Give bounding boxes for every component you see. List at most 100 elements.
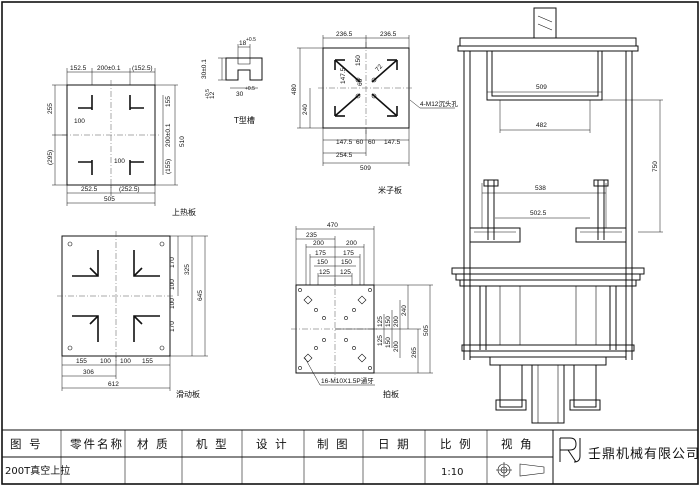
pull-dim-6: 175 [343,250,354,257]
header-part-name: 零件名称 [70,437,124,451]
tslot-dim-3: 12 [209,91,216,99]
company-name: 壬鼎机械有限公司 [588,447,700,462]
cross-dim-11: 60 [368,139,376,146]
slide-dim-4: 100 [169,298,176,309]
drawing-number: 200T真空上拉 [5,464,70,477]
pull-plate-label: 拍板 [383,389,399,399]
header-drawing-no: 图 号 [10,437,43,451]
header-model: 机 型 [196,437,229,451]
pull-dim-11: 125 [377,316,384,327]
tslot-dim-1-tol: +0.5 [246,37,256,43]
pull-dim-19: 505 [423,325,430,336]
cross-dim-7: 480 [291,84,298,95]
upper-dim-8: 200±0.1 [165,123,172,147]
asm-dim-4: 538 [535,185,546,192]
upper-dim-1: 152.5 [70,65,87,72]
cross-dim-9: 147.5 [336,139,353,146]
t-slot-profile [225,57,263,81]
pull-dim-12: 150 [385,316,392,327]
header-drafting: 制 图 [317,437,350,451]
tslot-dim-2: 30±0.1 [201,59,208,79]
assembly-view: 509 482 750 538 502.5 [451,7,663,424]
asm-dim-5: 502.5 [530,210,547,217]
upper-dim-10: (155) [165,159,172,174]
pull-dim-8: 150 [341,259,352,266]
upper-dim-12: 252.5 [81,186,98,193]
header-scale: 比 例 [440,437,473,451]
slide-dim-12: 612 [108,381,119,388]
cross-dim-1: 236.5 [336,31,353,38]
pull-dim-5: 175 [315,250,326,257]
cross-dim-14: 509 [360,165,371,172]
pull-dim-14: 240 [401,305,408,316]
upper-dim-14: 505 [104,196,115,203]
slide-dim-3: 325 [184,264,191,275]
cross-dim-6: 147.5 [340,67,347,84]
pull-dim-2: 235 [306,232,317,239]
slide-plate-view: 170 100 325 100 645 170 155 100 100 155 … [57,231,208,399]
slide-dim-1: 170 [169,257,176,268]
company-logo [559,437,581,463]
slide-dim-9: 100 [120,358,131,365]
pull-plate-note: 16-M10X1.5P通牙 [321,376,374,385]
cross-dim-4: 72 [374,63,384,73]
header-view: 视 角 [501,437,534,451]
tslot-dim-4-tol: +0.5 [245,86,255,92]
cross-dim-8: 240 [302,104,309,115]
cross-plate-label: 米子板 [378,185,402,195]
pull-dim-15: 125 [377,335,384,346]
pull-dim-7: 150 [317,259,328,266]
upper-dim-2: 200±0.1 [97,65,121,72]
cross-dim-13: 254.5 [336,152,353,159]
asm-dim-2: 482 [536,122,547,129]
pull-dim-3: 200 [313,240,324,247]
pull-dim-10: 125 [340,269,351,276]
slide-dim-7: 155 [76,358,87,365]
scale-value: 1:10 [441,467,463,478]
projection-symbol-icon [496,462,545,478]
slide-dim-6: 170 [169,321,176,332]
slide-dim-8: 100 [100,358,111,365]
pull-dim-9: 125 [319,269,330,276]
cross-dim-10: 60 [356,139,364,146]
upper-plate-label: 上热板 [172,207,196,217]
upper-dim-6: 100 [74,118,85,125]
tslot-dim-3-tol: +0.5 [205,89,211,99]
asm-dim-3: 750 [652,161,659,172]
header-material: 材 质 [137,437,170,451]
cross-dim-2: 236.5 [380,31,397,38]
upper-dim-11: 100 [114,158,125,165]
top-beam [459,37,637,47]
slide-dim-10: 155 [142,358,153,365]
slide-dim-11: 306 [83,369,94,376]
upper-dim-9: 510 [179,136,186,147]
middle-platen [451,267,645,275]
asm-dim-1: 509 [536,84,547,91]
header-date: 日 期 [378,437,411,451]
slide-plate-label: 滑动板 [176,389,200,399]
pull-dim-16: 150 [385,337,392,348]
upper-dim-3: (152.5) [132,65,153,72]
upper-dim-4: 255 [47,103,54,114]
tslot-label: T型槽 [233,115,255,125]
slide-dim-2: 100 [169,279,176,290]
cross-dim-5: 60 [357,78,364,86]
cross-dim-3: 150 [355,55,362,66]
upper-dim-5: (295) [47,150,54,165]
cross-dim-12: 147.5 [384,139,401,146]
tslot-dim-1: 18 [239,40,247,47]
t-slot-view: 18 +0.5 30±0.1 12 +0.5 30 +0.5 T型槽 [201,37,263,125]
cross-plate-view: 236.5 236.5 150 72 60 147.5 480 240 147.… [291,31,458,195]
tslot-dim-4: 30 [236,91,244,98]
pull-dim-18: 265 [411,347,418,358]
pull-plate-view: 470 235 200 200 175 175 150 150 125 125 … [291,222,433,399]
cross-plate-note: 4-M12沉头孔 [420,99,458,108]
upper-dim-7: 155 [165,96,172,107]
upper-dim-13: (252.5) [119,186,140,193]
pull-dim-17: 200 [393,341,400,352]
pull-dim-1: 470 [327,222,338,229]
upper-plate-view: 152.5 200±0.1 (152.5) 255 (295) 100 155 … [47,65,196,217]
